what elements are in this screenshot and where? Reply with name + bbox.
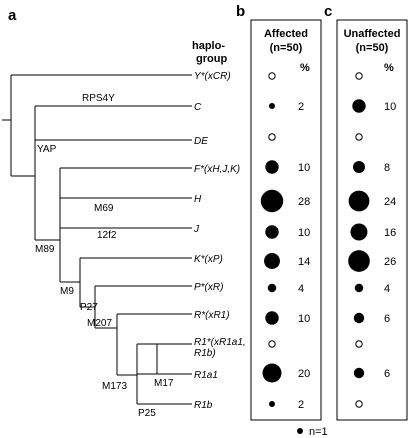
data-bubble [353,367,365,379]
unaffected-bubbles: 10 8 24 16 26 4 6 6 [348,72,396,408]
haplogroup-labels: Y*(xCR) C DE F*(xH,J,K) H J K*(xP) P*(xR… [193,71,246,411]
data-bubble [355,133,363,141]
affected-header-2: (n=50) [270,42,303,54]
data-bubble [355,340,363,348]
data-value-label: 14 [298,256,310,268]
data-bubble [353,312,365,324]
data-value-label: 4 [298,283,304,295]
haplogroup-label: K*(xP) [194,254,223,265]
marker-rps4y: RPS4Y [82,93,115,104]
data-bubble [262,363,282,383]
data-value-label: 6 [384,368,390,380]
marker-12f2: 12f2 [97,230,117,241]
data-bubble [265,311,279,325]
data-value-label: 24 [384,196,396,208]
unaffected-header-2: (n=50) [356,42,389,54]
legend-bubble [297,428,303,434]
haplogroup-label: F*(xH,J,K) [194,164,240,175]
data-value-label: 10 [298,227,310,239]
data-bubble [355,72,363,80]
haplogroup-label: H [194,194,202,205]
haplogroup-label: C [194,102,202,113]
panel-c-label: c [324,3,332,20]
data-value-label: 2 [298,101,304,113]
panel-b-label: b [236,3,245,20]
data-value-label: 10 [298,313,310,325]
data-value-label: 20 [298,368,310,380]
data-value-label: 8 [384,162,390,174]
haplogroup-header-1: haplo- [192,40,225,52]
data-bubble [354,283,364,293]
data-bubble [265,225,279,239]
data-bubble [267,283,277,293]
marker-m89: M89 [35,244,55,255]
marker-m207: M207 [87,318,112,329]
haplogroup-label: R*(xR1) [194,310,230,321]
data-bubble [269,103,275,109]
marker-yap: YAP [37,144,57,155]
mutation-markers: RPS4Y YAP M69 M89 12f2 M9 P27 M207 M173 … [35,93,174,419]
haplogroup-label: Y*(xCR) [194,71,231,82]
data-bubble [268,72,276,80]
haplogroup-label: R1a1 [194,370,218,381]
data-bubble [353,161,365,173]
data-bubble [260,189,284,213]
data-bubble [355,400,363,408]
affected-bubbles: 2 10 28 10 14 4 10 20 2 [260,72,310,411]
data-value-label: 28 [298,196,310,208]
haplogroup-label: J [193,224,200,235]
haplogroup-label: P*(xR) [194,282,223,293]
haplogroup-label: R1b) [194,348,216,359]
data-bubble [265,160,279,174]
affected-header-1: Affected [264,28,308,40]
unaffected-panel-box [336,19,408,421]
data-value-label: 10 [298,162,310,174]
data-bubble [348,190,370,212]
panel-a-label: a [8,7,17,24]
marker-m9: M9 [60,286,74,297]
data-value-label: 16 [384,227,396,239]
marker-m173: M173 [102,381,127,392]
marker-p27: P27 [80,302,98,313]
data-bubble [268,340,276,348]
legend-label: n=1 [309,426,328,438]
data-value-label: 26 [384,256,396,268]
unaffected-header-1: Unaffected [344,28,401,40]
data-bubble [350,223,368,241]
marker-p25: P25 [138,408,156,419]
haplogroup-header-2: group [196,53,227,65]
haplogroup-label: DE [194,136,208,147]
data-value-label: 10 [384,101,396,113]
haplogroup-label: R1*(xR1a1, [194,337,246,348]
data-bubble [348,250,370,272]
marker-m69: M69 [94,203,114,214]
data-bubble [268,133,276,141]
data-bubble [264,253,280,269]
data-bubble [269,401,275,407]
data-value-label: 6 [384,313,390,325]
data-value-label: 4 [384,283,390,295]
affected-panel-box [250,19,322,421]
marker-m17: M17 [154,378,174,389]
affected-percent-header: % [300,62,310,74]
data-bubble [352,99,366,113]
haplogroup-label: R1b [194,400,213,411]
data-value-label: 2 [298,399,304,411]
phylogenetic-tree [2,74,192,405]
unaffected-percent-header: % [384,62,394,74]
